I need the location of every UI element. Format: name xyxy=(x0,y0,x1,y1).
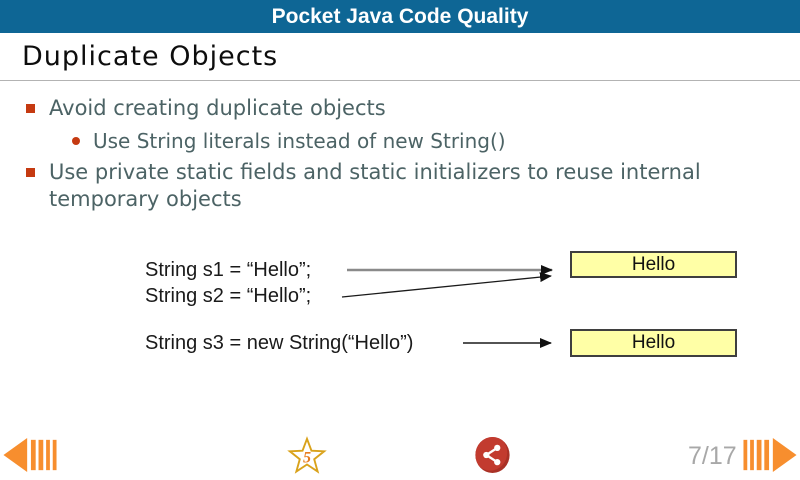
code-line-s3: String s3 = new String(“Hello”) xyxy=(145,332,414,354)
svg-text:5: 5 xyxy=(303,450,311,467)
square-bullet-icon xyxy=(26,168,35,177)
next-arrow-icon xyxy=(743,437,797,473)
app-title: Pocket Java Code Quality xyxy=(271,4,529,28)
star-icon: 5 xyxy=(287,436,327,474)
next-slide-button[interactable] xyxy=(741,437,799,473)
bullet-list: Avoid creating duplicate objects Use Str… xyxy=(26,95,800,213)
previous-slide-button[interactable] xyxy=(1,437,59,473)
share-icon xyxy=(475,436,510,474)
share-button[interactable] xyxy=(474,436,511,474)
bullet-text: Use String literals instead of new Strin… xyxy=(93,129,506,153)
code-line-s2: String s2 = “Hello”; xyxy=(145,285,312,307)
code-line-s1: String s1 = “Hello”; xyxy=(145,259,312,281)
sub-bullet-item: Use String literals instead of new Strin… xyxy=(72,129,800,154)
round-bullet-icon xyxy=(72,137,80,145)
page-indicator: 7/17 xyxy=(688,442,737,470)
title-divider xyxy=(0,80,800,81)
bullet-item: Avoid creating duplicate objects xyxy=(26,95,800,122)
string-object-box: Hello xyxy=(570,329,737,357)
square-bullet-icon xyxy=(26,104,35,113)
bullet-text: Avoid creating duplicate objects xyxy=(49,96,386,120)
app-title-bar: Pocket Java Code Quality xyxy=(0,0,800,33)
string-object-box: Hello xyxy=(570,251,737,278)
slide-area: Duplicate Objects Avoid creating duplica… xyxy=(0,33,800,430)
navigation-bar: 5 7/17 xyxy=(0,430,800,480)
slide-title: Duplicate Objects xyxy=(22,41,279,72)
bullet-item: Use private static fields and static ini… xyxy=(26,159,800,213)
rate-button[interactable]: 5 xyxy=(286,436,328,474)
bullet-text: Use private static fields and static ini… xyxy=(49,160,701,211)
prev-arrow-icon xyxy=(3,437,57,473)
